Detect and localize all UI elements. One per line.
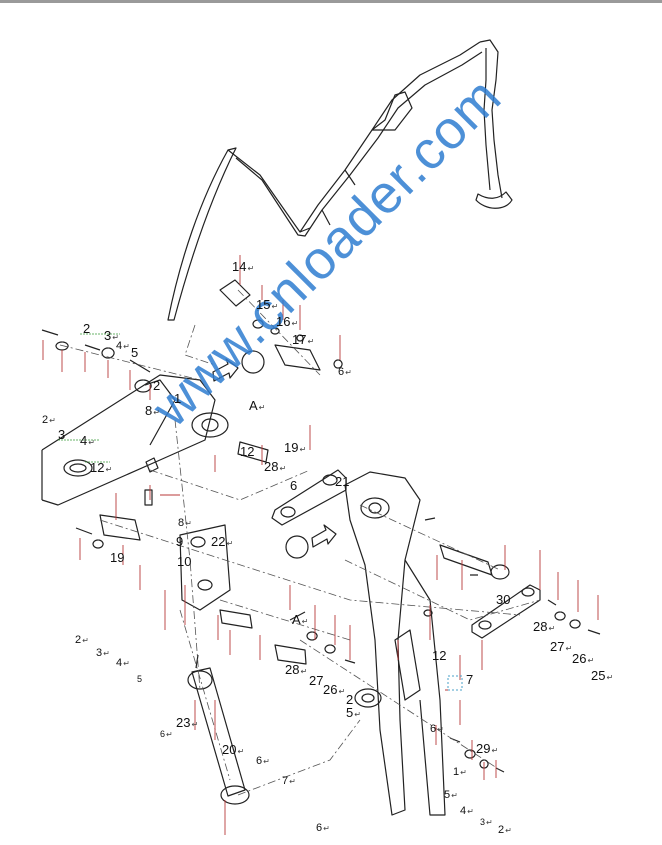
callout-2: 2 <box>83 321 91 336</box>
selection-box <box>447 675 463 691</box>
callout-A: A↵ <box>292 612 309 627</box>
callout-17: 17↵ <box>292 332 315 347</box>
callout-27: 27↵ <box>550 639 573 654</box>
callout-3: 3↵ <box>480 817 493 827</box>
callout-5: 5↵ <box>444 789 458 801</box>
callout-4: 4↵ <box>80 433 95 448</box>
highlight-marks <box>58 333 120 463</box>
callout-25: 25↵ <box>591 668 614 683</box>
callout-30: 30 <box>496 592 511 607</box>
callout-2: 2↵ <box>498 824 512 836</box>
callout-20: 20↵ <box>222 742 245 757</box>
callout-2: 2 <box>153 378 161 393</box>
callout-4: 4↵ <box>460 805 474 817</box>
callout-8: 8↵ <box>145 403 160 418</box>
callout-3: 3↵ <box>96 647 110 659</box>
callout-6: 6 <box>290 478 298 493</box>
callout-9: 9 <box>176 534 184 549</box>
callout-8: 8↵ <box>178 517 192 529</box>
callout-5: 5↵ <box>346 705 361 720</box>
callout-26: 26↵ <box>323 682 346 697</box>
callout-1: 1↵ <box>453 766 467 778</box>
left-boom-arm <box>41 374 216 506</box>
main-vertical-boom <box>344 471 446 816</box>
callout-5: 5 <box>131 345 139 360</box>
top-border <box>0 0 662 3</box>
callout-14: 14↵ <box>232 259 255 274</box>
callout-4: 4↵ <box>116 657 130 669</box>
leader-lines <box>42 255 599 835</box>
callout-3: 3↵ <box>104 328 119 343</box>
callout-2: 2↵ <box>42 414 56 426</box>
callout-7: 7↵ <box>282 775 296 787</box>
hydraulic-cylinder <box>187 654 250 805</box>
callout-16: 16↵ <box>276 314 299 329</box>
callout-6: 6↵ <box>338 366 352 378</box>
callout-23: 23↵ <box>176 715 199 730</box>
callout-22: 22↵ <box>211 534 234 549</box>
callout-12: 12 <box>432 648 447 663</box>
callout-21: 21 <box>335 474 350 489</box>
callout-28: 28↵ <box>264 459 287 474</box>
callout-12: 12 <box>240 444 255 459</box>
assembly-lines <box>59 289 541 796</box>
callout-26: 26↵ <box>572 651 595 666</box>
callout-12: 12↵ <box>90 460 113 475</box>
callout-27: 27 <box>309 673 324 688</box>
callout-19: 19↵ <box>284 440 307 455</box>
callout-6: 6↵ <box>256 755 270 767</box>
callout-A: A↵ <box>249 398 266 413</box>
link-plates <box>179 412 541 639</box>
callout-2: 2 <box>346 692 354 707</box>
callout-28: 28↵ <box>533 619 556 634</box>
callout-19: 19 <box>110 550 125 565</box>
callout-2: 2↵ <box>75 634 89 646</box>
callout-7: 7 <box>466 672 474 687</box>
pins <box>99 344 510 665</box>
boom-overview <box>167 39 513 321</box>
callout-4: 4↵ <box>116 340 130 352</box>
view-indicators <box>212 350 337 559</box>
callout-15: 15↵ <box>256 297 279 312</box>
callout-6: 6↵ <box>430 723 444 735</box>
callout-6: 6↵ <box>160 729 173 739</box>
callout-5: 5 <box>137 674 143 684</box>
callout-6: 6↵ <box>316 822 330 834</box>
callout-29: 29↵ <box>476 741 499 756</box>
callout-3: 3 <box>58 427 66 442</box>
callout-10: 10 <box>177 554 192 569</box>
callout-1: 1 <box>174 391 182 406</box>
callout-28: 28↵ <box>285 662 308 677</box>
fasteners <box>41 279 601 773</box>
